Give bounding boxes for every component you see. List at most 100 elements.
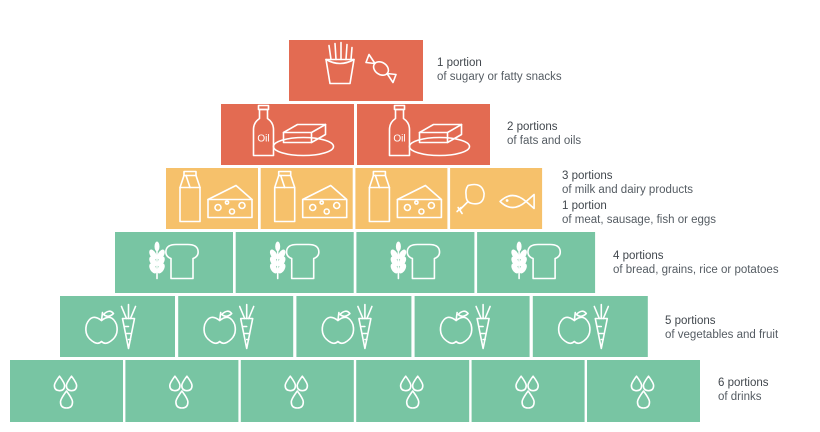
- wheat-icon: [149, 241, 165, 280]
- tier-snacks: [289, 40, 423, 101]
- portion-block-bg: [115, 232, 233, 293]
- apple-icon: [85, 310, 118, 345]
- water-drops-icon: [284, 375, 309, 409]
- chicken-leg-icon: [456, 183, 485, 215]
- portion-block: [355, 168, 448, 229]
- portion-block: [260, 168, 353, 229]
- portion-block: [471, 360, 585, 422]
- oil-bottle-label: Oil: [257, 134, 269, 145]
- portions-text: 3 portions: [562, 170, 613, 182]
- fish-icon: [499, 193, 535, 210]
- label-dairy: 3 portions of milk and dairy products: [562, 169, 693, 197]
- apple-icon: [439, 310, 473, 345]
- wheat-icon: [269, 241, 286, 280]
- oil-bottle-icon: Oil: [388, 104, 411, 157]
- milk-carton-icon: [368, 170, 391, 223]
- bread-icon: [527, 243, 562, 280]
- portion-block: [587, 360, 700, 422]
- cheese-icon: [207, 184, 253, 219]
- label-drinks: 6 portions of drinks: [718, 376, 769, 404]
- water-drops-icon: [399, 375, 424, 409]
- tier-bread: [115, 232, 596, 293]
- tier-drinks: [10, 360, 700, 422]
- description-text: of sugary or fatty snacks: [437, 71, 562, 83]
- butter-icon: [272, 123, 335, 157]
- portion-block-bg: [235, 232, 354, 293]
- oil-bottle-label: Oil: [393, 134, 405, 145]
- water-drops-icon: [53, 375, 78, 409]
- oil-bottle-icon: Oil: [252, 104, 275, 157]
- carrot-icon: [475, 303, 491, 350]
- cheese-icon: [301, 184, 348, 219]
- tier-fats: Oil Oil: [221, 104, 490, 165]
- portion-block-bg: [289, 40, 423, 101]
- label-snacks: 1 portion of sugary or fatty snacks: [437, 56, 562, 84]
- portions-text: 2 portions: [507, 121, 558, 133]
- portion-block: [532, 296, 648, 357]
- description-text: of bread, grains, rice or potatoes: [613, 264, 779, 276]
- tier-vegetables: [60, 296, 648, 357]
- apple-icon: [203, 310, 237, 345]
- portion-block-bg: [357, 104, 490, 165]
- description-text: of milk and dairy products: [562, 184, 694, 196]
- portion-block: [450, 168, 543, 229]
- portion-block-bg: [260, 168, 353, 229]
- label-bread: 4 portions of bread, grains, rice or pot…: [613, 249, 779, 277]
- cheese-icon: [396, 184, 443, 219]
- carrot-icon: [238, 303, 255, 350]
- portion-block: [125, 360, 239, 422]
- wheat-icon: [511, 241, 527, 280]
- carrot-icon: [120, 303, 137, 350]
- portions-text: 5 portions: [665, 315, 716, 327]
- fries-icon: [325, 41, 355, 85]
- portion-block: [115, 232, 233, 293]
- description-text: of vegetables and fruit: [665, 329, 779, 341]
- portion-block: Oil: [221, 104, 354, 165]
- portion-block: [166, 168, 258, 229]
- portion-block: [477, 232, 596, 293]
- portions-text: 4 portions: [613, 250, 664, 262]
- candy-icon: [365, 53, 397, 84]
- portions-text: 1 portion: [562, 200, 607, 212]
- water-drops-icon: [515, 375, 539, 409]
- portion-block: [356, 232, 475, 293]
- label-meat: 1 portion of meat, sausage, fish or eggs: [562, 199, 716, 227]
- apple-icon: [321, 310, 355, 345]
- portion-block: [296, 296, 412, 357]
- portion-block: [10, 360, 123, 422]
- description-text: of meat, sausage, fish or eggs: [562, 214, 717, 226]
- description-text: of fats and oils: [507, 135, 582, 147]
- portions-text: 6 portions: [718, 377, 769, 389]
- portion-block-bg: [477, 232, 596, 293]
- portion-block: [414, 296, 530, 357]
- portion-block: [178, 296, 294, 357]
- milk-carton-icon: [273, 170, 296, 223]
- description-text: of drinks: [718, 391, 762, 403]
- carrot-icon: [357, 303, 373, 350]
- tier-dairy: [166, 168, 543, 229]
- portion-block: Oil: [357, 104, 490, 165]
- portions-text: 1 portion: [437, 57, 482, 69]
- label-vegetables: 5 portions of vegetables and fruit: [665, 314, 778, 342]
- bread-icon: [406, 243, 441, 280]
- label-fats: 2 portions of fats and oils: [507, 120, 581, 148]
- wheat-icon: [390, 241, 407, 280]
- portion-block-bg: [355, 168, 448, 229]
- apple-icon: [557, 310, 591, 345]
- bread-icon: [165, 243, 199, 280]
- water-drops-icon: [168, 375, 193, 409]
- butter-icon: [408, 123, 471, 157]
- water-drops-icon: [630, 375, 655, 409]
- portion-block: [235, 232, 354, 293]
- portion-block-bg: [166, 168, 258, 229]
- portion-block: [356, 360, 470, 422]
- carrot-icon: [593, 303, 610, 350]
- milk-carton-icon: [179, 170, 201, 223]
- portion-block: [289, 40, 423, 101]
- portion-block-bg: [221, 104, 354, 165]
- bread-icon: [285, 243, 320, 280]
- portion-block-bg: [450, 168, 543, 229]
- portion-block: [240, 360, 354, 422]
- portion-block: [60, 296, 175, 357]
